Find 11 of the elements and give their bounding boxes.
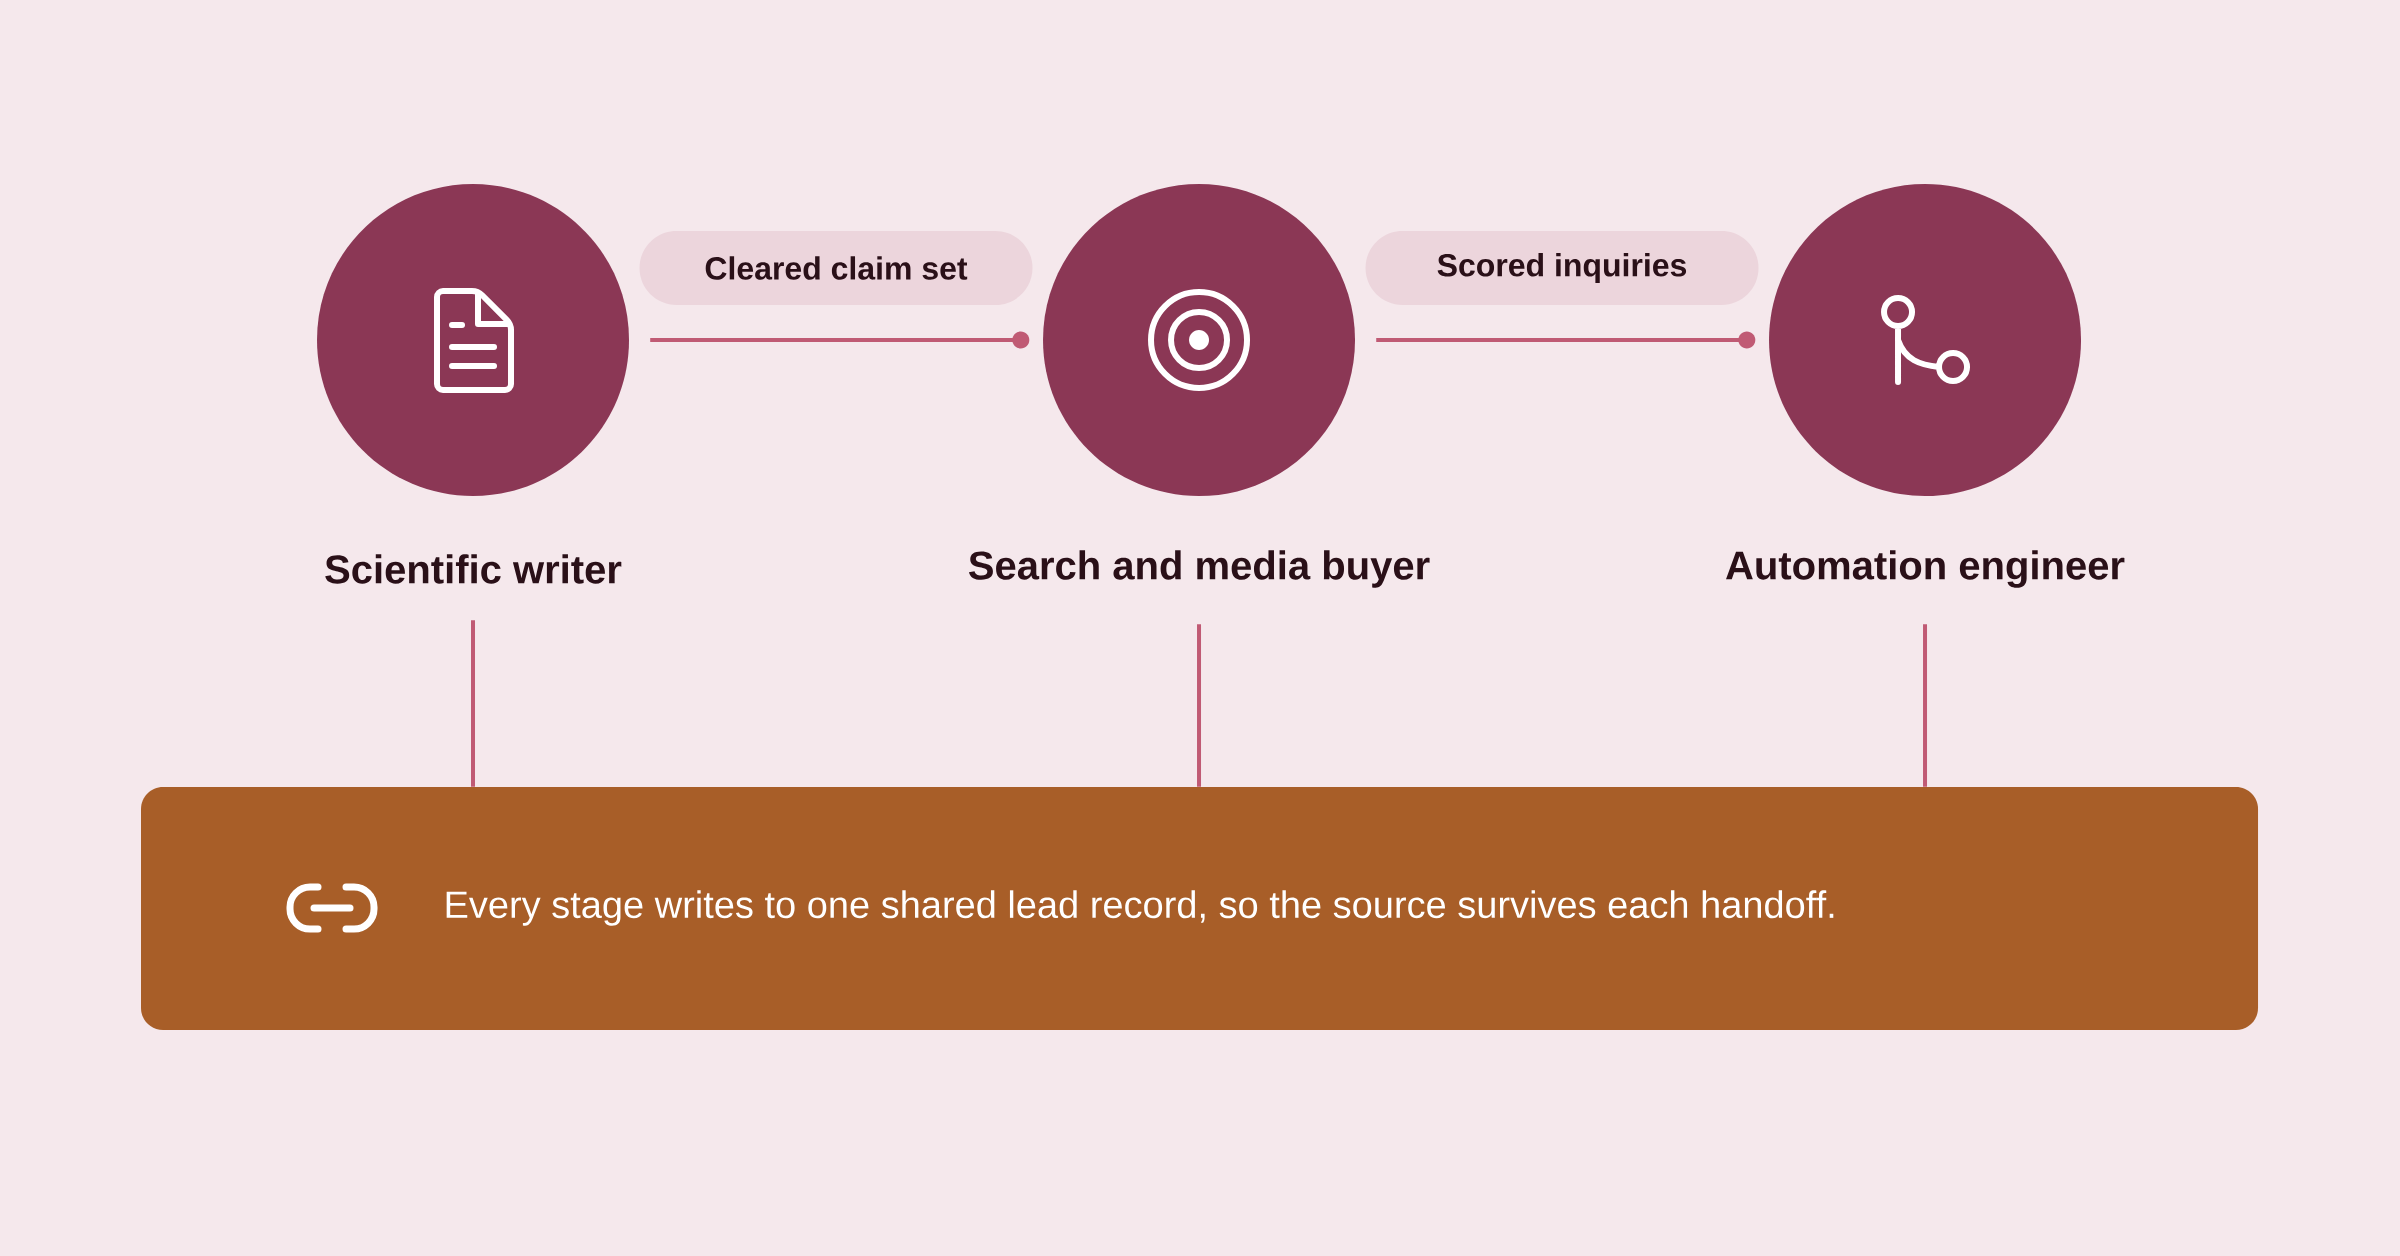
connector-line [471,620,475,787]
connector-line [1376,331,1756,349]
node-label: Automation engineer [1726,550,2125,588]
note-bar: Every stage writes to one shared lead record, so the source survives each handoff. [141,787,2259,1030]
connector-line [650,331,1030,349]
connector-line [1197,624,1201,787]
connector-line [1923,624,1927,787]
edge-label: Cleared claim set [639,231,1033,305]
node-label: Search and media buyer [968,550,1430,588]
node-label: Scientific writer [325,554,622,584]
edge-label: Scored inquiries [1365,231,1759,305]
